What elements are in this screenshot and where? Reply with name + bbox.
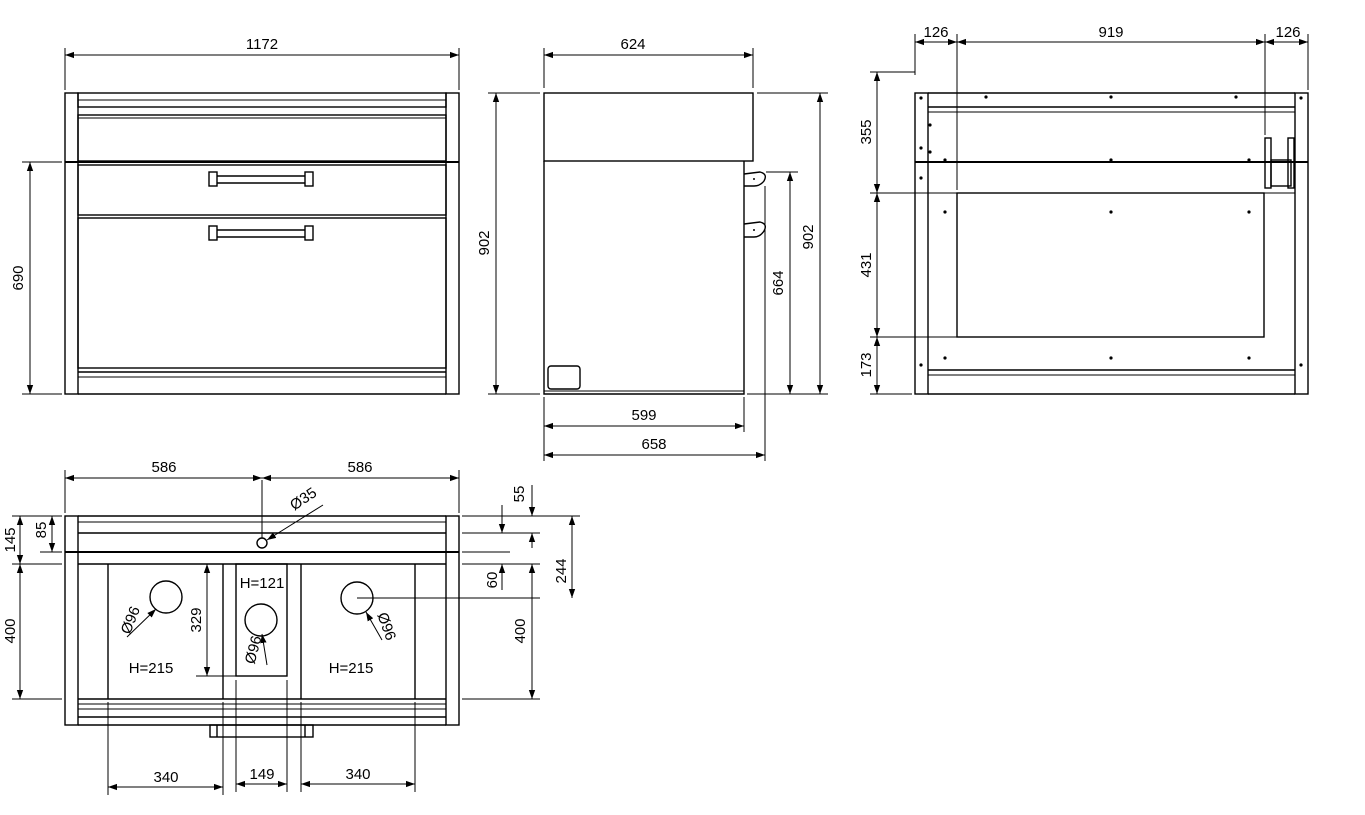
plan-right-half-label: 586 [347,459,372,476]
plan-60-label: 60 [484,572,501,589]
side-view: 624 902 902 664 599 658 [476,36,828,461]
side-depth-inner-label: 599 [631,407,656,424]
plan-left-width-label: 340 [153,769,178,786]
plan-329-label: 329 [188,607,205,632]
back-view: 126 919 126 355 431 173 [858,24,1309,395]
plan-55-label: 55 [511,486,528,503]
side-height-right-label: 902 [800,224,817,249]
side-height-left-label: 902 [476,230,493,255]
plan-left-half-label: 586 [151,459,176,476]
plan-left-hole-label: Ø96 [118,604,144,637]
plan-center-height-label: H=121 [240,575,285,592]
front-width-label: 1172 [246,36,278,53]
plan-view: 586 586 Ø35 145 85 400 55 60 244 400 329 [2,459,580,795]
back-left-offset-label: 126 [923,24,948,41]
plan-244-label: 244 [553,558,570,583]
plan-right-hole-label: Ø96 [373,610,399,642]
plan-85-label: 85 [33,522,50,539]
back-top-height-label: 355 [858,119,875,144]
plan-right-height-label: H=215 [329,660,374,677]
drawer-handle [208,171,314,187]
back-bottom-height-label: 173 [858,352,875,377]
front-view: 1172 690 [10,36,460,395]
hinge-bracket [1264,137,1295,189]
plan-depth-left-label: 400 [2,618,19,643]
side-depth-top-label: 624 [620,36,645,53]
front-height-label: 690 [10,265,27,290]
plan-left-height-label: H=215 [129,660,174,677]
plan-center-hole-label: Ø96 [242,634,266,666]
plan-center-width-label: 149 [249,766,274,783]
drawer-handle [208,225,314,241]
side-drawer-height-label: 664 [770,270,787,295]
back-middle-height-label: 431 [858,252,875,277]
side-depth-total-label: 658 [641,436,666,453]
back-center-width-label: 919 [1098,24,1123,41]
back-right-offset-label: 126 [1275,24,1300,41]
plan-right-width-label: 340 [345,766,370,783]
plan-depth-right-label: 400 [512,618,529,643]
plan-145-label: 145 [2,527,19,552]
